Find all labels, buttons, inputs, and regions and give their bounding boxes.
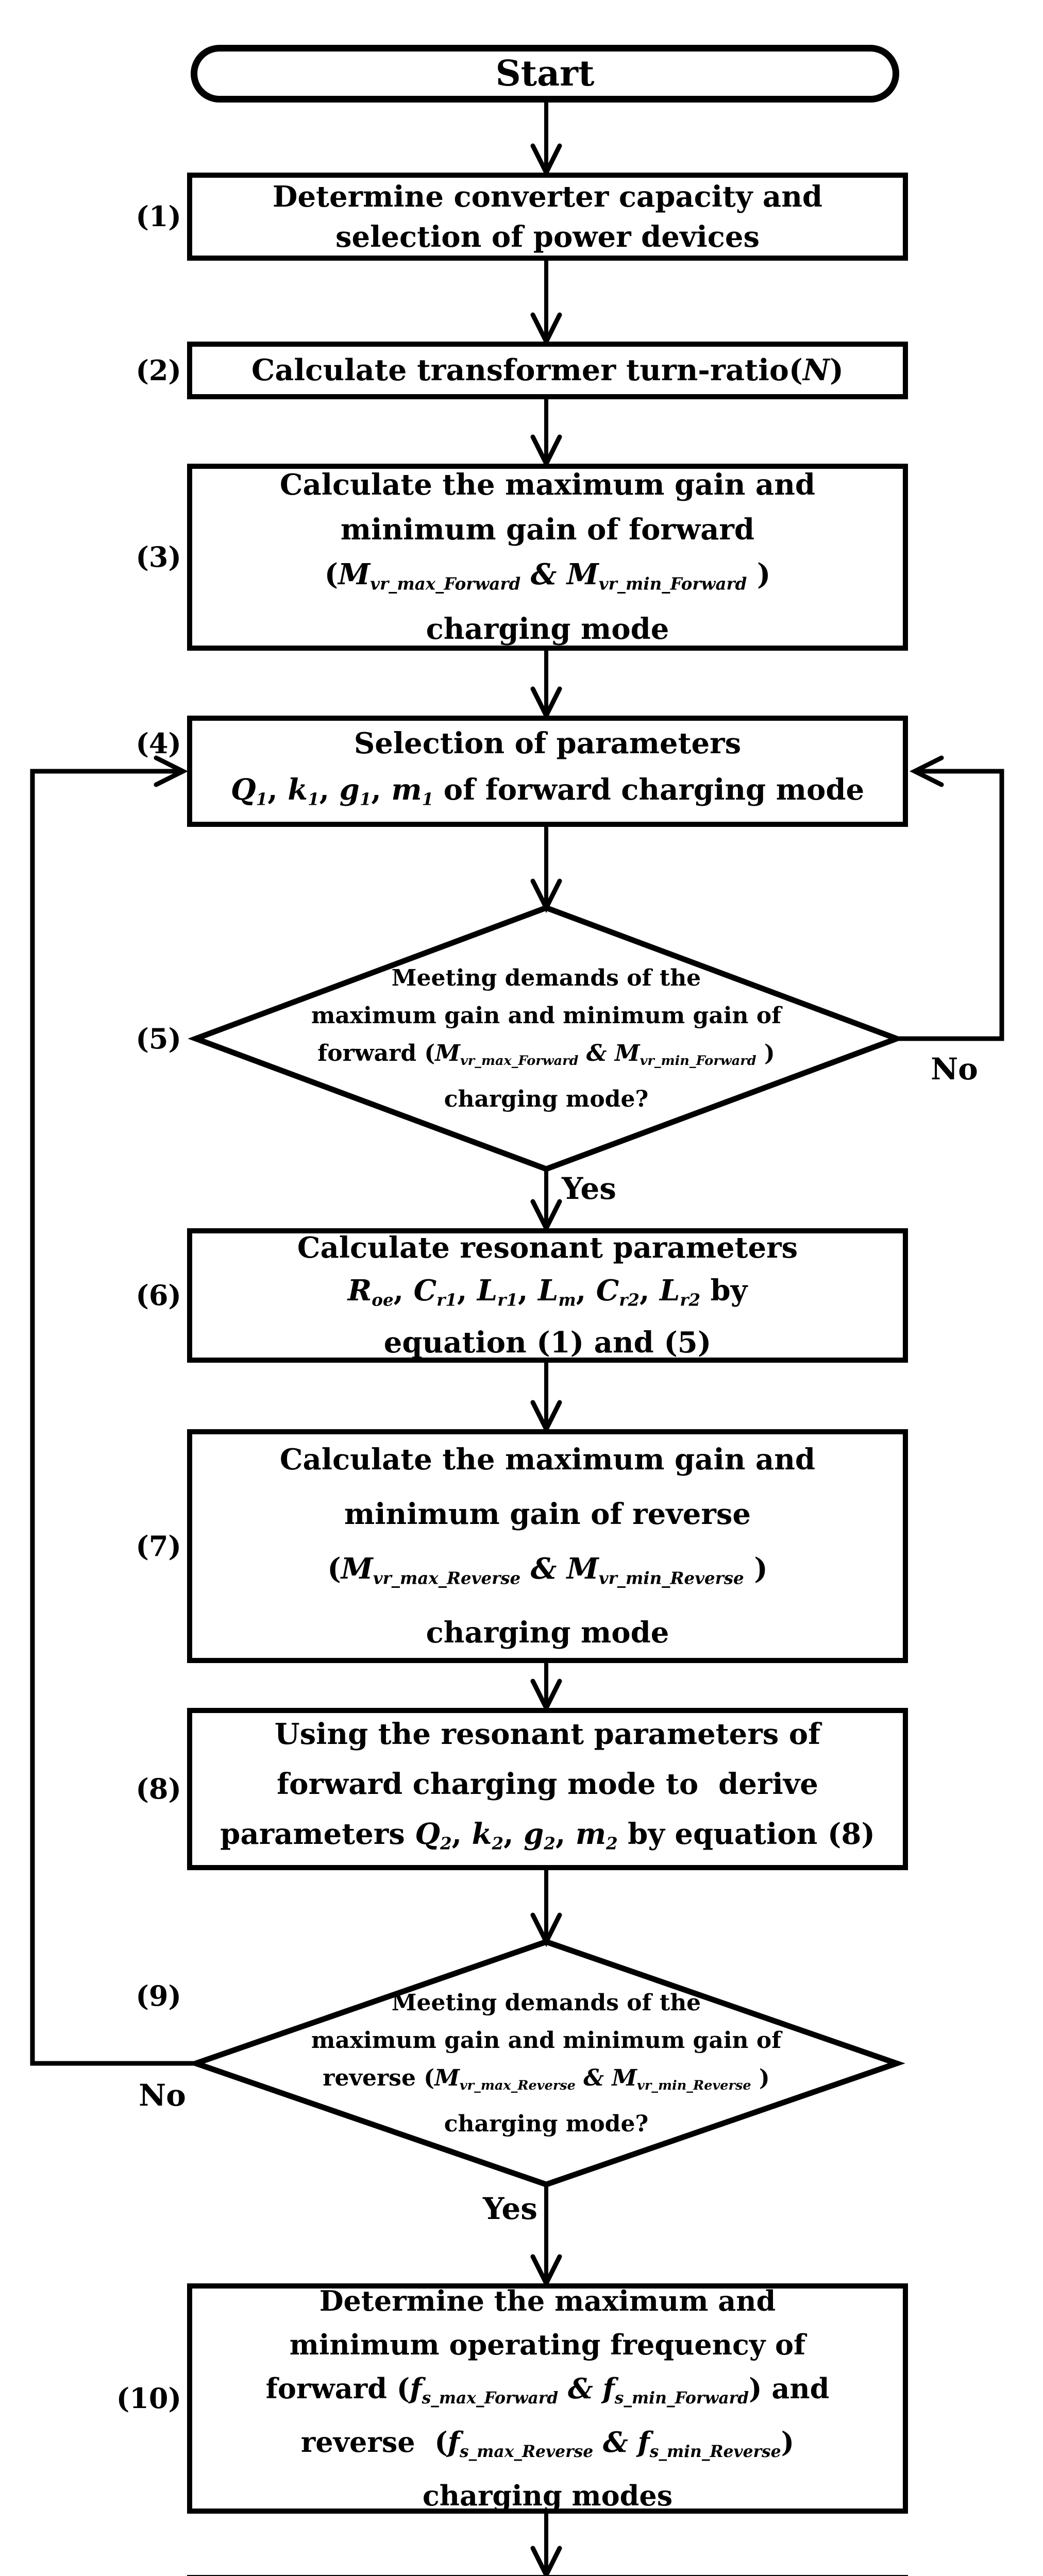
text-line: selection of power devices xyxy=(335,219,760,254)
branch-label-yes-5: Yes xyxy=(562,1171,616,1206)
text-line: Calculate transformer turn-ratio(N) xyxy=(251,353,844,387)
terminal-start-label: Start xyxy=(495,53,595,94)
loop-no-5-to-4 xyxy=(897,769,1004,1041)
decision-9-shape xyxy=(187,1939,905,2188)
text-line: (Mvr_max_Reverse & Mvr_min_Reverse ) xyxy=(327,1551,768,1588)
text-line: charging mode? xyxy=(444,1086,649,1112)
loop-no-9-to-4 xyxy=(30,769,196,2066)
text-line: Determine the maximum and xyxy=(319,2284,776,2317)
step-label-10: (10) xyxy=(116,2382,181,2415)
text-line: reverse (Mvr_max_Reverse & Mvr_min_Rever… xyxy=(323,2065,770,2094)
decision-9-text: Meeting demands of the maximum gain and m… xyxy=(211,1952,881,2175)
process-box-3: Calculate the maximum gain and minimum ga… xyxy=(187,464,908,651)
text-line: Selection of parameters xyxy=(354,726,742,760)
text-line: minimum operating frequency of xyxy=(289,2328,806,2361)
branch-label-no-9: No xyxy=(139,2078,186,2113)
step-label-3: (3) xyxy=(136,540,181,573)
text-line: Determine converter capacity and xyxy=(272,179,823,214)
step-label-2: (2) xyxy=(136,354,181,387)
text-line: Calculate the maximum gain and xyxy=(279,1442,816,1477)
text-line: (Mvr_max_Forward & Mvr_min_Forward ) xyxy=(324,557,771,594)
step-label-5: (5) xyxy=(136,1022,181,1055)
step-label-8: (8) xyxy=(136,1772,181,1805)
text-line: charging mode xyxy=(426,612,669,646)
arrowhead-right-into-4 xyxy=(154,755,189,787)
process-box-8: Using the resonant parameters of forward … xyxy=(187,1708,908,1870)
step-label-6: (6) xyxy=(136,1279,181,1312)
text-line: Using the resonant parameters of xyxy=(274,1717,821,1751)
arrowhead-down-5 xyxy=(530,878,562,913)
text-line: forward (Mvr_max_Forward & Mvr_min_Forwa… xyxy=(317,1040,775,1069)
text-line: reverse (fs_max_Reverse & fs_min_Reverse… xyxy=(300,2426,795,2462)
step-label-4: (4) xyxy=(136,727,181,760)
branch-label-yes-9: Yes xyxy=(483,2191,537,2226)
text-line: charging mode? xyxy=(444,2110,649,2137)
text-line: forward charging mode to derive xyxy=(277,1767,818,1801)
text-line: maximum gain and minimum gain of xyxy=(311,2027,782,2054)
terminal-start: Start xyxy=(191,45,899,103)
text-line: maximum gain and minimum gain of xyxy=(311,1003,782,1029)
decision-5-text: Meeting demands of the maximum gain and m… xyxy=(211,927,881,1150)
process-box-7: Calculate the maximum gain and minimum ga… xyxy=(187,1429,908,1663)
decision-5-shape xyxy=(188,905,905,1172)
process-box-10: Determine the maximum and minimum operati… xyxy=(187,2283,908,2514)
text-line: Meeting demands of the xyxy=(391,965,701,992)
text-line: forward (fs_max_Forward & fs_min_Forward… xyxy=(265,2371,830,2408)
arrowhead-down-9 xyxy=(530,1912,562,1947)
text-line: parameters Q2, k2, g2, m2 by equation (8… xyxy=(220,1817,875,1854)
step-label-1: (1) xyxy=(136,200,181,233)
text-line: charging mode xyxy=(426,1616,669,1650)
branch-label-no-5: No xyxy=(931,1052,978,1087)
step-label-9: (9) xyxy=(136,1979,181,2012)
text-line: minimum gain of reverse xyxy=(344,1497,751,1531)
text-line: minimum gain of forward xyxy=(340,513,755,547)
text-line: Calculate the maximum gain and xyxy=(279,468,816,502)
text-line: charging modes xyxy=(422,2479,673,2513)
text-line: equation (1) and (5) xyxy=(383,1326,712,1360)
text-line: Meeting demands of the xyxy=(391,1990,701,2016)
process-box-1: Determine converter capacity and selectio… xyxy=(187,173,908,261)
arrowhead-left-into-4 xyxy=(909,755,944,787)
step-label-7: (7) xyxy=(136,1530,181,1563)
text-line: Q1, k1, g1, m1 of forward charging mode xyxy=(230,772,865,809)
process-box-11: Determine the dead-timeduration(tdead) xyxy=(187,2575,908,2576)
process-box-2: Calculate transformer turn-ratio(N) xyxy=(187,342,908,399)
text-line: Roe, Cr1, Lr1, Lm, Cr2, Lr2 by xyxy=(347,1273,748,1310)
text-line: Calculate resonant parameters xyxy=(297,1230,798,1265)
